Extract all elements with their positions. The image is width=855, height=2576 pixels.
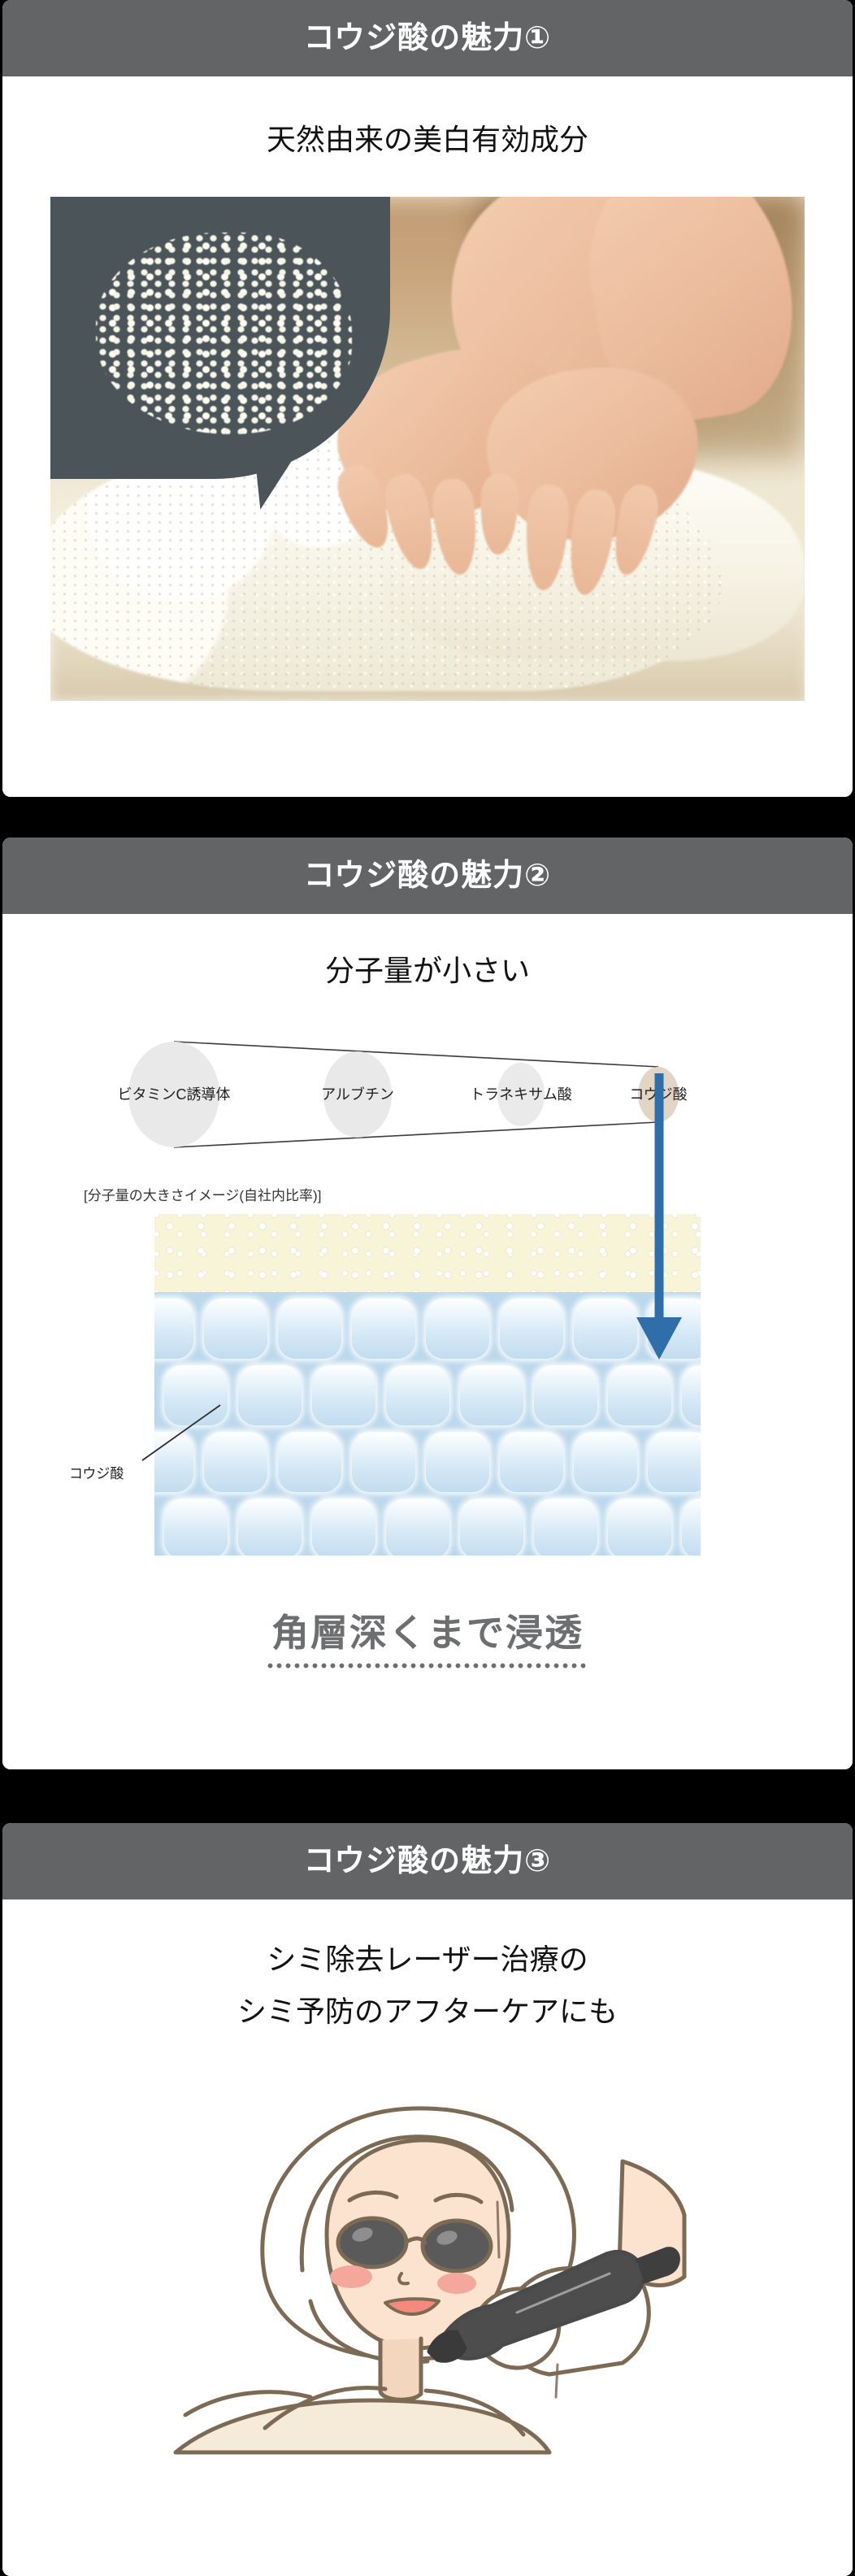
skin-cell [204, 1299, 267, 1360]
skin-cell [648, 1299, 701, 1360]
section-3-title: コウジ酸の魅力③ [303, 1844, 552, 1878]
skin-cell [608, 1499, 671, 1556]
cell-row-2 [164, 1365, 701, 1426]
skin-cell [682, 1499, 701, 1556]
section-3-subtitle-line2: シミ予防のアフターケアにも [237, 1995, 618, 2029]
skin-cell [312, 1365, 375, 1426]
section-3-body: シミ除去レーザー治療の シミ予防のアフターケアにも [2, 1899, 853, 2576]
section-1-body: 天然由来の美白有効成分 [2, 76, 853, 797]
molecule-circle-1 [128, 1042, 219, 1148]
section-1-subtitle: 天然由来の美白有効成分 [266, 123, 588, 156]
molecule-label-3: トラネキサム酸 [470, 1086, 572, 1103]
skin-cell [312, 1499, 375, 1556]
cone-line-top [173, 1041, 659, 1068]
skin-cell [204, 1432, 267, 1493]
molecule-label-1: ビタミンC誘導体 [117, 1086, 231, 1103]
section-2-body: 分子量が小さい ビタミンC誘導体 アルブチン トラネキサム酸 コウジ酸 [分子量… [2, 914, 853, 1769]
molecule-diagram-caption: [分子量の大きさイメージ(自社内比率)] [84, 1188, 322, 1204]
skin-cell [386, 1499, 449, 1556]
molecule-label-2: アルブチン [321, 1086, 394, 1103]
skin-cell [648, 1432, 701, 1493]
section-2-header-bar: コウジ酸の魅力② [2, 838, 853, 914]
section-1-title: コウジ酸の魅力① [303, 21, 552, 55]
cone-line-bottom [173, 1121, 659, 1148]
laser-treatment-illustration [173, 2106, 687, 2455]
skin-cell [154, 1299, 193, 1360]
skin-cell [574, 1432, 637, 1493]
skin-cell [534, 1499, 597, 1556]
molecule-label-4: コウジ酸 [629, 1086, 688, 1103]
skin-cell [278, 1299, 341, 1360]
section-2-title: コウジ酸の魅力② [303, 859, 552, 893]
skin-cell [352, 1432, 415, 1493]
section-2-footer-text: 角層深くまで浸透 [271, 1612, 584, 1655]
skin-cell [386, 1365, 449, 1426]
skin-cell [154, 1432, 193, 1493]
cell-row-3 [154, 1432, 701, 1493]
section-1-header-bar: コウジ酸の魅力① [2, 0, 853, 76]
skin-cell [164, 1499, 228, 1556]
skin-cell [164, 1365, 228, 1426]
skin-cross-section [154, 1214, 701, 1556]
footer-dotted-underline [266, 1663, 589, 1669]
skin-cell [352, 1299, 415, 1360]
molecule-circle-2 [323, 1051, 392, 1138]
cell-row-1 [154, 1299, 701, 1360]
skin-cell [278, 1432, 341, 1493]
section-2-subtitle: 分子量が小さい [324, 954, 530, 987]
cell-row-4 [164, 1499, 701, 1556]
skin-cell [238, 1499, 302, 1556]
skin-cell [574, 1299, 637, 1360]
section-card-1: コウジ酸の魅力① 天然由来の美白有効成分 [2, 0, 853, 797]
section-3-header-bar: コウジ酸の魅力③ [2, 1823, 853, 1899]
skin-cell [238, 1365, 302, 1426]
koji-leader-line [141, 1404, 221, 1461]
skin-cell [534, 1365, 597, 1426]
molecule-size-diagram: ビタミンC誘導体 アルブチン トラネキサム酸 コウジ酸 [78, 1016, 777, 1179]
molecule-circle-3 [497, 1063, 545, 1127]
skin-cell [460, 1365, 523, 1426]
rice-koji-photo [50, 197, 805, 702]
skin-cell [608, 1365, 671, 1426]
skin-cell [426, 1299, 489, 1360]
skin-diagram-label: コウジ酸 [69, 1466, 124, 1482]
molecule-cone-svg [128, 1041, 679, 1148]
section-card-2: コウジ酸の魅力② 分子量が小さい ビタミンC誘導体 アルブチン トラネキサム酸 … [2, 838, 853, 1769]
koji-grains-closeup [95, 232, 353, 434]
skin-cell [426, 1432, 489, 1493]
skin-cell [500, 1299, 563, 1360]
skin-cell [682, 1365, 701, 1426]
stratum-corneum-layer [154, 1214, 701, 1293]
skin-cell [460, 1499, 523, 1556]
deep-skin-layer [154, 1292, 701, 1556]
section-3-subtitle-line1: シミ除去レーザー治療の [267, 1943, 588, 1976]
section-card-3: コウジ酸の魅力③ シミ除去レーザー治療の シミ予防のアフターケアにも [2, 1823, 853, 2576]
skin-cell [500, 1432, 563, 1493]
